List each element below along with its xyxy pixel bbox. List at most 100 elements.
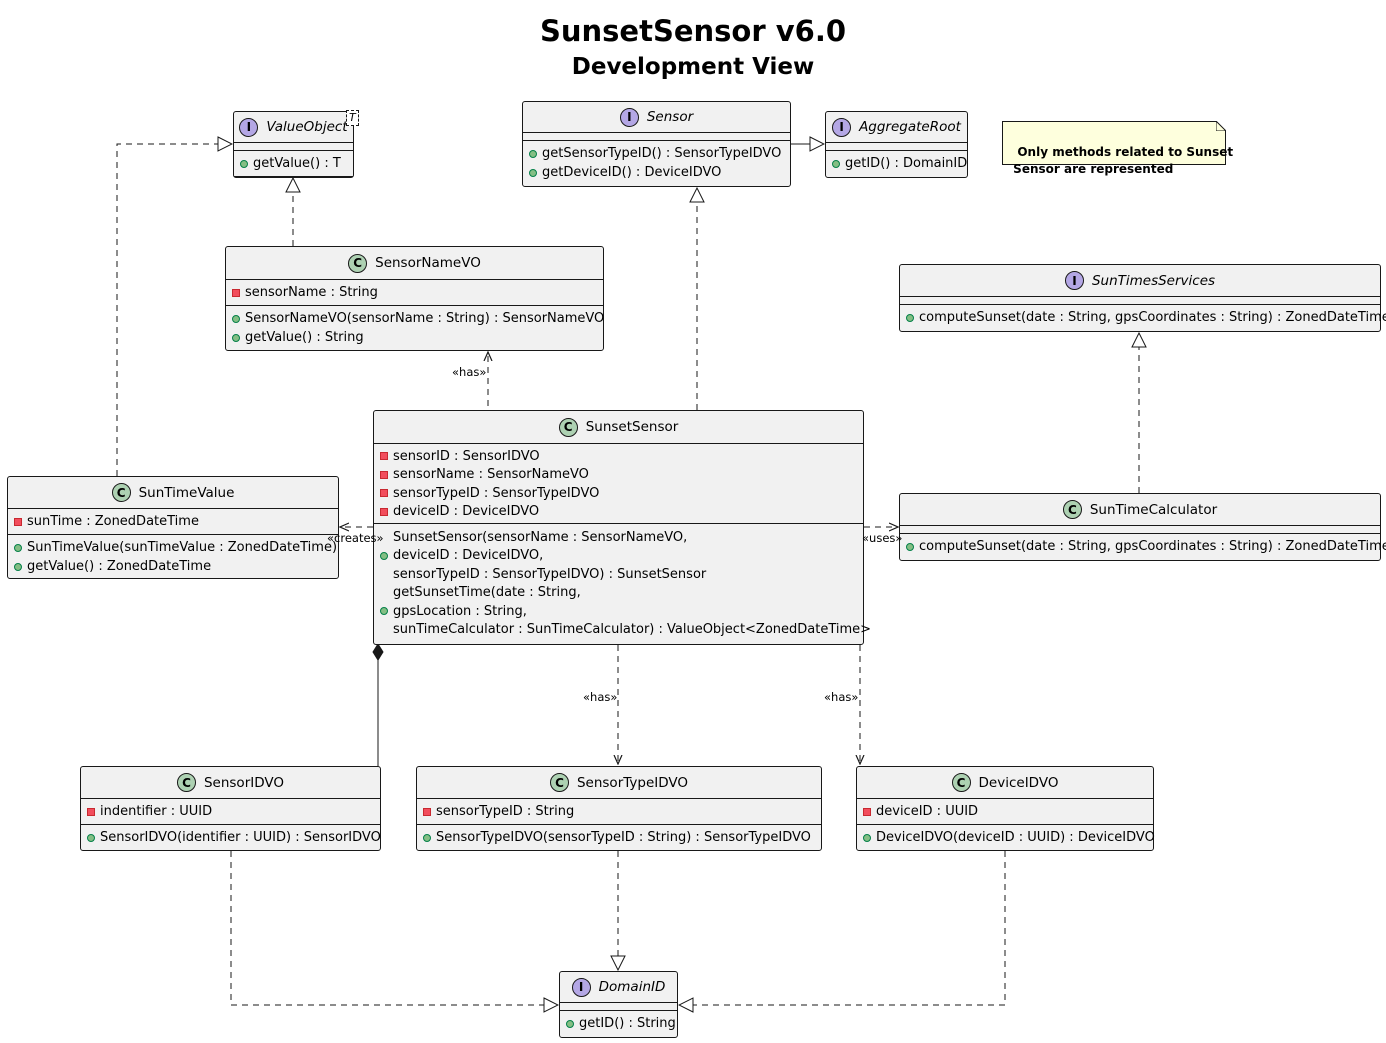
method-text: getID() : DomainID	[845, 156, 968, 171]
suntimesservices-interface[interactable]: I SunTimesServices computeSunset(date : …	[899, 264, 1386, 332]
private-field-icon	[14, 517, 22, 526]
domainid-interface[interactable]: I DomainID getID() : String	[559, 971, 678, 1038]
sensornamevo-fields: sensorName : String	[226, 280, 603, 306]
field-text: sensorTypeID : SensorTypeIDVO	[393, 485, 600, 501]
field-text: sunTime : ZonedDateTime	[27, 514, 199, 529]
method-text: computeSunset(date : String, gpsCoordina…	[919, 539, 1386, 554]
sensoridvo-class[interactable]: C SensorIDVO indentifier : UUID SensorID…	[80, 766, 381, 851]
label-uses: «uses»	[862, 531, 903, 545]
sunsetsensor-fields: sensorID : SensorIDVO sensorName : Senso…	[374, 444, 863, 524]
diagram-note: Only methods related to Sunset Sensor ar…	[1002, 121, 1233, 176]
method-text: deviceID : DeviceIDVO,	[393, 548, 544, 564]
public-method-icon	[529, 168, 537, 177]
private-field-icon	[87, 807, 95, 816]
private-field-icon	[380, 489, 388, 498]
public-method-icon	[232, 333, 240, 342]
domainid-header: I DomainID	[560, 972, 677, 1003]
interface-badge-icon: I	[571, 977, 591, 997]
domainid-methods: getID() : String	[560, 1011, 677, 1036]
suntimesservices-name: SunTimesServices	[1091, 272, 1216, 289]
field-text: indentifier : UUID	[100, 804, 213, 819]
deviceidvo-name: DeviceIDVO	[978, 774, 1059, 791]
suntimecalculator-name: SunTimeCalculator	[1089, 501, 1218, 518]
method-text: getID() : String	[579, 1016, 676, 1031]
sensoridvo-header: C SensorIDVO	[81, 767, 380, 799]
method-text: getValue() : T	[253, 156, 341, 171]
method-text: getSunsetTime(date : String,	[393, 585, 581, 601]
sensor-interface[interactable]: I Sensor getSensorTypeID() : SensorTypeI…	[522, 101, 791, 187]
field-text: deviceID : UUID	[876, 804, 979, 819]
realization-suntimevalue-valueobject	[116, 144, 232, 476]
deviceidvo-fields: deviceID : UUID	[857, 799, 1153, 825]
sensor-methods: getSensorTypeID() : SensorTypeIDVO getDe…	[523, 141, 790, 185]
method-text: SensorTypeIDVO(sensorTypeID : String) : …	[436, 830, 811, 845]
method-text: getSensorTypeID() : SensorTypeIDVO	[542, 146, 782, 161]
method-row: getValue() : String	[226, 328, 603, 347]
private-field-icon	[423, 807, 431, 816]
public-method-icon	[529, 149, 537, 158]
method-row: getSunsetTime(date : String,	[374, 584, 863, 603]
valueobject-interface[interactable]: I ValueObject getValue() : T T	[233, 110, 359, 178]
note-fold-corner	[1216, 121, 1226, 131]
class-badge-icon: C	[549, 773, 569, 792]
method-text: gpsLocation : String,	[393, 603, 527, 619]
private-field-icon	[863, 807, 871, 816]
field-row: sensorID : SensorIDVO	[374, 447, 863, 466]
sensor-name: Sensor	[646, 109, 694, 125]
suntimevalue-methods: SunTimeValue(sunTimeValue : ZonedDateTim…	[8, 535, 338, 579]
method-row: getValue() : ZonedDateTime	[8, 557, 338, 576]
method-row: getDeviceID() : DeviceIDVO	[523, 163, 790, 182]
sensor-header: I Sensor	[523, 102, 790, 133]
sunsetsensor-methods: SunsetSensor(sensorName : SensorNameVO, …	[374, 524, 871, 640]
method-text: getValue() : String	[245, 330, 364, 345]
public-method-icon	[240, 159, 248, 168]
field-text: sensorName : SensorNameVO	[393, 467, 589, 483]
label-creates: «creates»	[327, 531, 384, 545]
method-row: sensorTypeID : SensorTypeIDVO) : SunsetS…	[374, 565, 863, 584]
method-row: SensorTypeIDVO(sensorTypeID : String) : …	[417, 828, 821, 847]
aggregateroot-name: AggregateRoot	[859, 119, 961, 135]
sensornamevo-name: SensorNameVO	[375, 255, 481, 271]
public-method-icon	[863, 833, 871, 842]
sensoridvo-name: SensorIDVO	[203, 774, 285, 791]
aggregateroot-header: I AggregateRoot	[826, 112, 967, 143]
realization-deviceidvo-domainid	[679, 851, 1006, 1005]
deviceidvo-class[interactable]: C DeviceIDVO deviceID : UUID DeviceIDVO(…	[856, 766, 1155, 851]
method-text: getDeviceID() : DeviceIDVO	[542, 165, 722, 180]
sensortypeidvo-class[interactable]: C SensorTypeIDVO sensorTypeID : String S…	[416, 766, 822, 851]
field-text: sensorName : String	[245, 285, 378, 300]
realization-sensoridvo-domainid	[230, 851, 558, 1005]
public-method-icon	[906, 542, 914, 551]
class-badge-icon: C	[348, 253, 368, 273]
private-field-icon	[380, 470, 388, 479]
aggregateroot-interface[interactable]: I AggregateRoot getID() : DomainID	[825, 111, 968, 178]
sensornamevo-class[interactable]: C SensorNameVO sensorName : String Senso…	[225, 246, 604, 351]
method-row: gpsLocation : String,	[374, 602, 863, 621]
aggregateroot-methods: getID() : DomainID	[826, 151, 967, 176]
label-has-sensornamevo: «has»	[452, 365, 487, 379]
method-text: DeviceIDVO(deviceID : UUID) : DeviceIDVO	[876, 830, 1155, 845]
suntimevalue-name: SunTimeValue	[138, 484, 235, 501]
method-row: SensorNameVO(sensorName : String) : Sens…	[226, 309, 604, 328]
sensor-fields	[523, 133, 790, 141]
public-method-icon	[423, 833, 431, 842]
method-row: deviceID : DeviceIDVO,	[374, 547, 863, 566]
label-has-deviceidvo: «has»	[824, 690, 859, 704]
private-field-icon	[380, 507, 388, 516]
suntimevalue-class[interactable]: C SunTimeValue sunTime : ZonedDateTime S…	[7, 476, 339, 579]
method-row: SunsetSensor(sensorName : SensorNameVO,	[374, 528, 863, 547]
suntimesservices-header: I SunTimesServices	[900, 265, 1380, 297]
suntimecalculator-class[interactable]: C SunTimeCalculator computeSunset(date :…	[899, 493, 1386, 561]
sensortypeidvo-fields: sensorTypeID : String	[417, 799, 821, 825]
method-row: sunTimeCalculator : SunTimeCalculator) :…	[374, 621, 871, 640]
interface-badge-icon: I	[832, 117, 852, 137]
sunsetsensor-class[interactable]: C SunsetSensor sensorID : SensorIDVO sen…	[373, 410, 871, 645]
class-badge-icon: C	[111, 483, 131, 502]
valueobject-header: I ValueObject	[234, 112, 353, 143]
method-row: SensorIDVO(identifier : UUID) : SensorID…	[81, 828, 381, 847]
class-badge-icon: C	[176, 773, 196, 792]
sunsetsensor-name: SunsetSensor	[585, 419, 679, 435]
field-text: deviceID : DeviceIDVO	[393, 504, 540, 520]
class-badge-icon: C	[1062, 500, 1082, 519]
